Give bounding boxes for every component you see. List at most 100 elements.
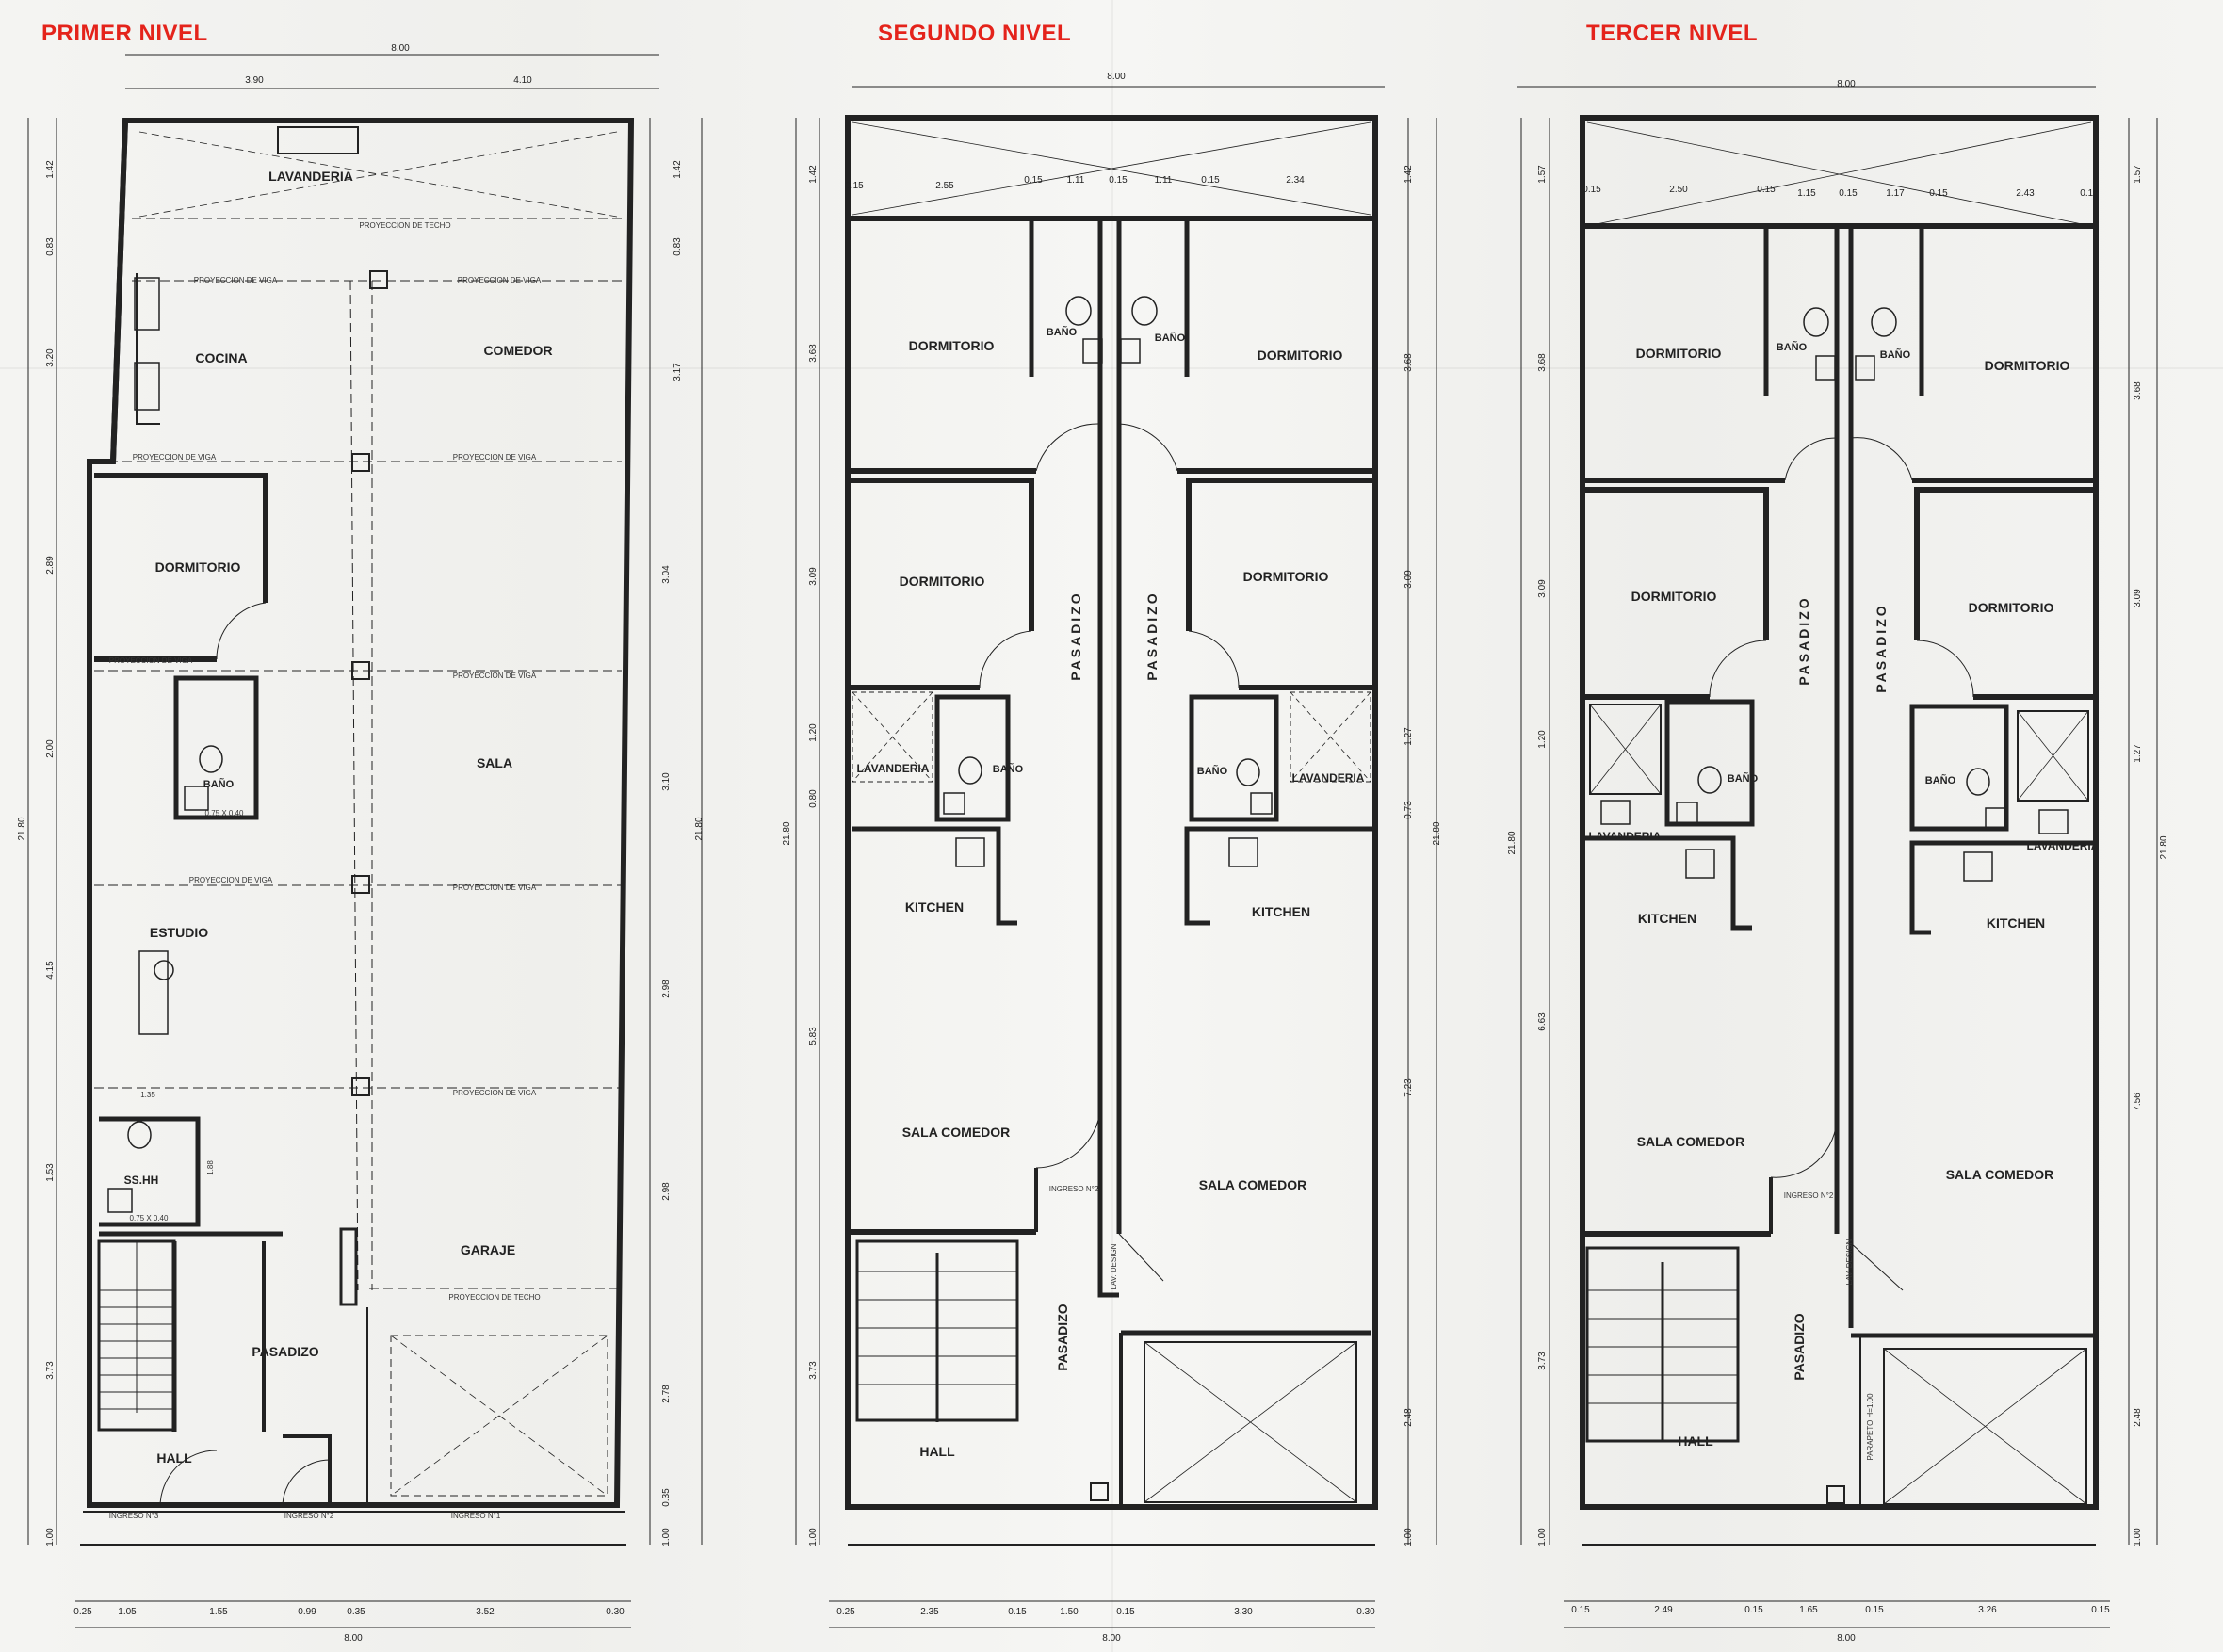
dim-label: 3.68	[808, 344, 819, 363]
dim-label: 21.80	[1432, 821, 1442, 845]
room-label: HALL	[1678, 1433, 1713, 1449]
dim-label: 1.00	[1537, 1528, 1548, 1547]
labels-tercer-nivel: 8.00 0.15 2.50 0.15 1.15 0.15 1.17 0.15 …	[1507, 79, 2169, 1644]
dim-label: 1.27	[2133, 744, 2143, 763]
room-label: DORMITORIO	[1258, 348, 1343, 363]
level-title-1: PRIMER NIVEL	[41, 21, 208, 46]
dim-label: 8.00	[1107, 72, 1126, 82]
room-label: DORMITORIO	[1969, 600, 2054, 615]
note-label: PROYECCION DE VIGA	[189, 876, 273, 884]
dim-label: 3.52	[476, 1607, 495, 1617]
room-label: PASADIZO	[252, 1344, 318, 1359]
room-label: BAÑO	[1197, 765, 1228, 777]
dim-label: 0.15	[1109, 175, 1128, 186]
dim-label: 1.05	[118, 1607, 137, 1617]
dim-label: 8.00	[391, 43, 410, 54]
room-label: PASADIZO	[1874, 603, 1889, 692]
dim-label: 1.42	[673, 160, 683, 179]
dim-label: 3.04	[661, 565, 672, 584]
note-label: INGRESO N°2	[1784, 1191, 1834, 1200]
room-label: BAÑO	[203, 778, 235, 790]
dim-label: 1.00	[45, 1528, 56, 1547]
dim-label: 3.26	[1978, 1605, 1997, 1615]
room-label: BAÑO	[993, 763, 1024, 775]
dim-label: 2.48	[1404, 1408, 1414, 1427]
dim-label: 1.42	[1404, 165, 1414, 184]
room-label: PASADIZO	[1055, 1304, 1070, 1370]
dim-label: 0.30	[606, 1607, 625, 1617]
dim-label: 0.35	[347, 1607, 365, 1617]
dim-label: 0.99	[298, 1607, 316, 1617]
dim-label: 0.73	[1404, 801, 1414, 819]
dim-label: 3.17	[673, 363, 683, 381]
room-label: PASADIZO	[1796, 595, 1811, 685]
room-label: SALA COMEDOR	[1637, 1134, 1745, 1149]
dim-label: 0.15	[1757, 185, 1776, 195]
room-label: SALA	[477, 755, 512, 770]
note-label: PROYECCION DE VIGA	[133, 453, 217, 462]
room-label: DORMITORIO	[1636, 346, 1722, 361]
room-label: ESTUDIO	[150, 925, 208, 940]
note-label: PROYECCION DE VIGA	[453, 453, 537, 462]
plan-tercer-nivel	[1517, 86, 2158, 1628]
room-label: DORMITORIO	[900, 574, 985, 589]
note-label: LAV. DESIGN	[1845, 1239, 1854, 1285]
room-label: SALA COMEDOR	[1946, 1167, 2054, 1182]
dim-label: 2.89	[45, 556, 56, 575]
room-label: KITCHEN	[905, 899, 964, 915]
note-label: INGRESO N°2	[1049, 1185, 1099, 1193]
note-label: PROYECCION DE TECHO	[448, 1293, 540, 1302]
room-label: LAVANDERIA	[1589, 830, 1662, 843]
note-label: 0.75 X 0.40	[205, 809, 244, 818]
room-label: BAÑO	[1880, 348, 1911, 361]
dim-label: 3.09	[1404, 570, 1414, 589]
dim-label: 1.53	[45, 1163, 56, 1182]
dim-label: 2.98	[661, 980, 672, 998]
dim-label: 8.00	[1102, 1633, 1121, 1644]
dim-label: 1.00	[661, 1528, 672, 1547]
note-label: PROYECCION DE VIGA	[458, 276, 542, 284]
room-label: DORMITORIO	[909, 338, 995, 353]
room-label: SALA COMEDOR	[902, 1125, 1011, 1140]
dim-label: 21.80	[694, 817, 705, 840]
note-label: INGRESO N°2	[284, 1512, 334, 1520]
dim-label: 1.17	[1886, 188, 1905, 199]
dim-label: 0.30	[1356, 1607, 1375, 1617]
dim-label: 1.55	[209, 1607, 228, 1617]
dim-label: 1.11	[1067, 175, 1085, 186]
dim-label: 7.23	[1404, 1078, 1414, 1097]
dim-label: 2.35	[920, 1607, 939, 1617]
note-label: PROYECCION DE VIGA	[109, 656, 193, 665]
dim-label: 1.42	[45, 160, 56, 179]
dim-label: 8.00	[1837, 1633, 1856, 1644]
dim-label: 0.83	[45, 237, 56, 256]
dim-label: 3.68	[2133, 381, 2143, 400]
dim-label: 1.20	[1537, 730, 1548, 749]
dim-label: 0.15	[1571, 1605, 1590, 1615]
dim-label: 1.11	[1155, 175, 1173, 186]
dim-label: 2.34	[1286, 175, 1305, 186]
note-label: PROYECCION DE TECHO	[359, 221, 450, 230]
room-label: COCINA	[195, 350, 247, 365]
room-label: DORMITORIO	[1243, 569, 1329, 584]
dim-label: 3.73	[808, 1361, 819, 1380]
dim-label: 0.15	[845, 181, 864, 191]
dim-label: 3.09	[808, 567, 819, 586]
plan-segundo-nivel	[795, 86, 1437, 1628]
note-label: PROYECCION DE VIGA	[194, 276, 278, 284]
dim-label: 8.00	[344, 1633, 363, 1644]
dim-label: 1.57	[2133, 165, 2143, 184]
dim-label: 0.15	[1008, 1607, 1027, 1617]
note-label: 1.35	[140, 1091, 155, 1099]
dim-label: 3.73	[1537, 1352, 1548, 1370]
room-label: KITCHEN	[1987, 915, 2045, 931]
paper-fold	[1112, 0, 1113, 1652]
level-title-3: TERCER NIVEL	[1586, 21, 1759, 46]
dim-label: 1.27	[1404, 727, 1414, 746]
dim-label: 2.98	[661, 1182, 672, 1201]
room-label: BAÑO	[1728, 772, 1759, 785]
dim-label: 5.83	[808, 1027, 819, 1045]
dim-label: 3.30	[1234, 1607, 1253, 1617]
note-label: PROYECCION DE VIGA	[453, 1089, 537, 1097]
